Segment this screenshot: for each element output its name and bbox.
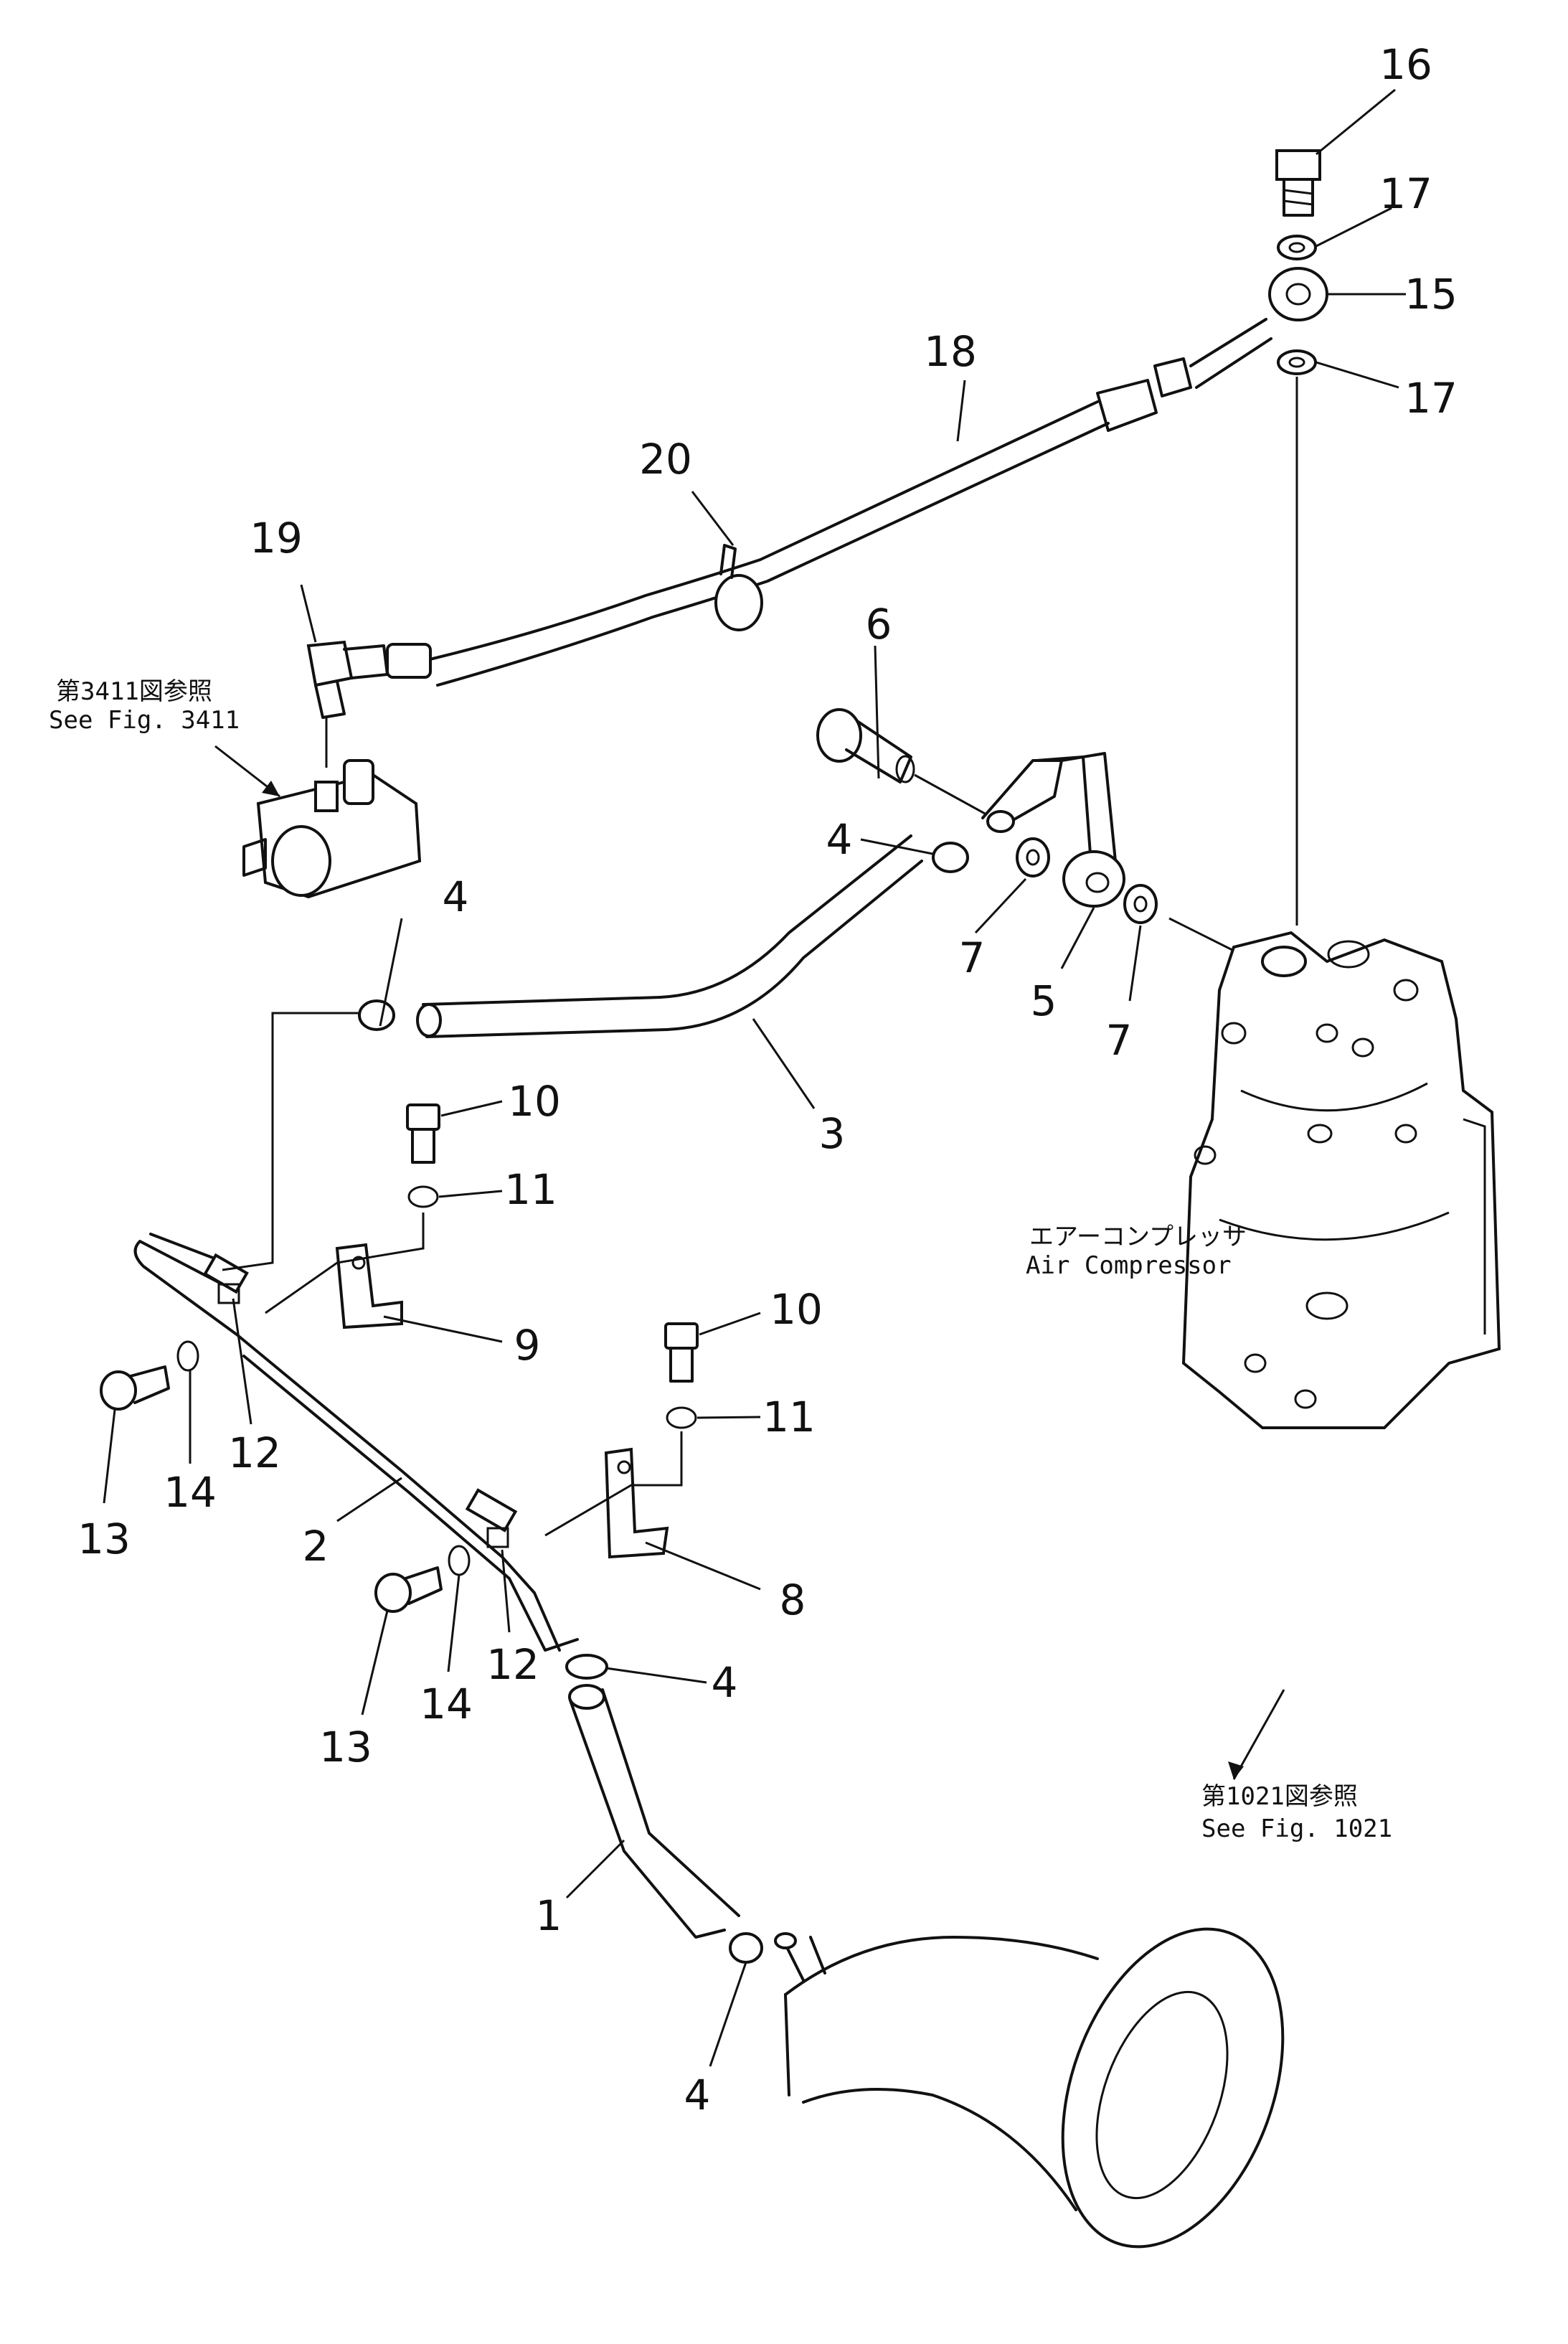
union-bolt-6 (816, 708, 915, 783)
label-8: 8 (780, 1576, 806, 1624)
label-15: 15 (1404, 270, 1458, 319)
hose-18 (386, 318, 1272, 687)
bracket-9 (335, 1243, 403, 1329)
bolt-13-left (100, 1365, 170, 1411)
clamp-20 (714, 544, 763, 631)
label-7-right: 7 (1106, 1016, 1133, 1065)
washer-7-right (1123, 884, 1158, 924)
reference-notes: 第3411図参照 See Fig. 3411 エアーコンプレッサ Air Com… (49, 677, 1392, 1843)
clamp-4-middle (565, 1654, 608, 1680)
label-7-left: 7 (959, 933, 986, 982)
bolt-13-right (374, 1566, 443, 1613)
pipe-5 (981, 752, 1125, 908)
elbow-19 (306, 640, 389, 719)
assembly-lines (222, 377, 1298, 1537)
bolt-10-upper (406, 1103, 440, 1164)
label-20: 20 (639, 435, 692, 484)
hose-3 (416, 834, 923, 1038)
washer-17-bottom (1277, 349, 1317, 375)
washer-11-lower (666, 1406, 697, 1429)
label-2: 2 (303, 1522, 329, 1571)
hose-1 (568, 1684, 740, 1939)
eye-joint-15 (1268, 267, 1328, 321)
label-14-left: 14 (164, 1468, 217, 1517)
washer-14-right (448, 1545, 471, 1576)
label-4-left: 4 (443, 872, 469, 921)
label-14-right: 14 (420, 1680, 473, 1728)
label-17-bottom: 17 (1404, 374, 1458, 423)
label-17-top: 17 (1379, 169, 1432, 218)
label-11-lower: 11 (762, 1393, 816, 1441)
label-11-upper: 11 (504, 1165, 557, 1214)
label-18: 18 (924, 327, 977, 376)
label-6: 6 (866, 600, 892, 649)
clamp-4-upper (932, 842, 969, 873)
clip-12-left (203, 1253, 249, 1304)
label-10-upper: 10 (508, 1077, 561, 1126)
air-compressor (1181, 931, 1501, 1429)
label-9: 9 (514, 1321, 541, 1370)
clamp-4-left (358, 999, 395, 1031)
label-16: 16 (1379, 40, 1432, 89)
label-3: 3 (819, 1109, 846, 1158)
label-10-lower: 10 (770, 1285, 823, 1334)
bracket-8 (604, 1447, 669, 1559)
label-4-upper: 4 (826, 815, 853, 864)
leader-lines (103, 88, 1406, 2067)
label-4-middle: 4 (712, 1658, 738, 1707)
ref-fig1021-en: See Fig. 1021 (1201, 1815, 1392, 1843)
washer-17-top (1277, 235, 1317, 260)
label-13-left: 13 (77, 1515, 131, 1563)
label-1: 1 (536, 1891, 562, 1940)
bolt-16 (1275, 149, 1321, 217)
label-12-left: 12 (228, 1428, 281, 1477)
ref-compressor-jp: エアーコンプレッサ (1029, 1223, 1247, 1251)
reference-arrows (262, 781, 1244, 1779)
bolt-10-lower (664, 1322, 699, 1383)
label-12-right: 12 (486, 1640, 539, 1689)
label-13-right: 13 (319, 1723, 372, 1771)
washer-11-upper (407, 1185, 439, 1208)
air-cleaner-elbow (774, 1927, 1285, 2249)
clip-12-right (465, 1488, 518, 1548)
label-19: 19 (250, 514, 303, 563)
label-5: 5 (1031, 976, 1057, 1025)
label-4-bottom: 4 (684, 2071, 711, 2119)
washer-7-left (1016, 837, 1050, 877)
valve-assembly (242, 759, 422, 899)
ref-fig3411-en: See Fig. 3411 (49, 706, 240, 735)
part-labels: 16 17 15 17 18 20 19 6 4 7 5 7 4 3 10 11… (77, 40, 1458, 2119)
washer-14-left (176, 1340, 199, 1372)
ref-fig1021-jp: 第1021図参照 (1201, 1782, 1358, 1811)
clamp-4-bottom (729, 1932, 763, 1964)
ref-compressor-en: Air Compressor (1026, 1251, 1232, 1280)
ref-fig3411-jp: 第3411図参照 (56, 677, 212, 706)
